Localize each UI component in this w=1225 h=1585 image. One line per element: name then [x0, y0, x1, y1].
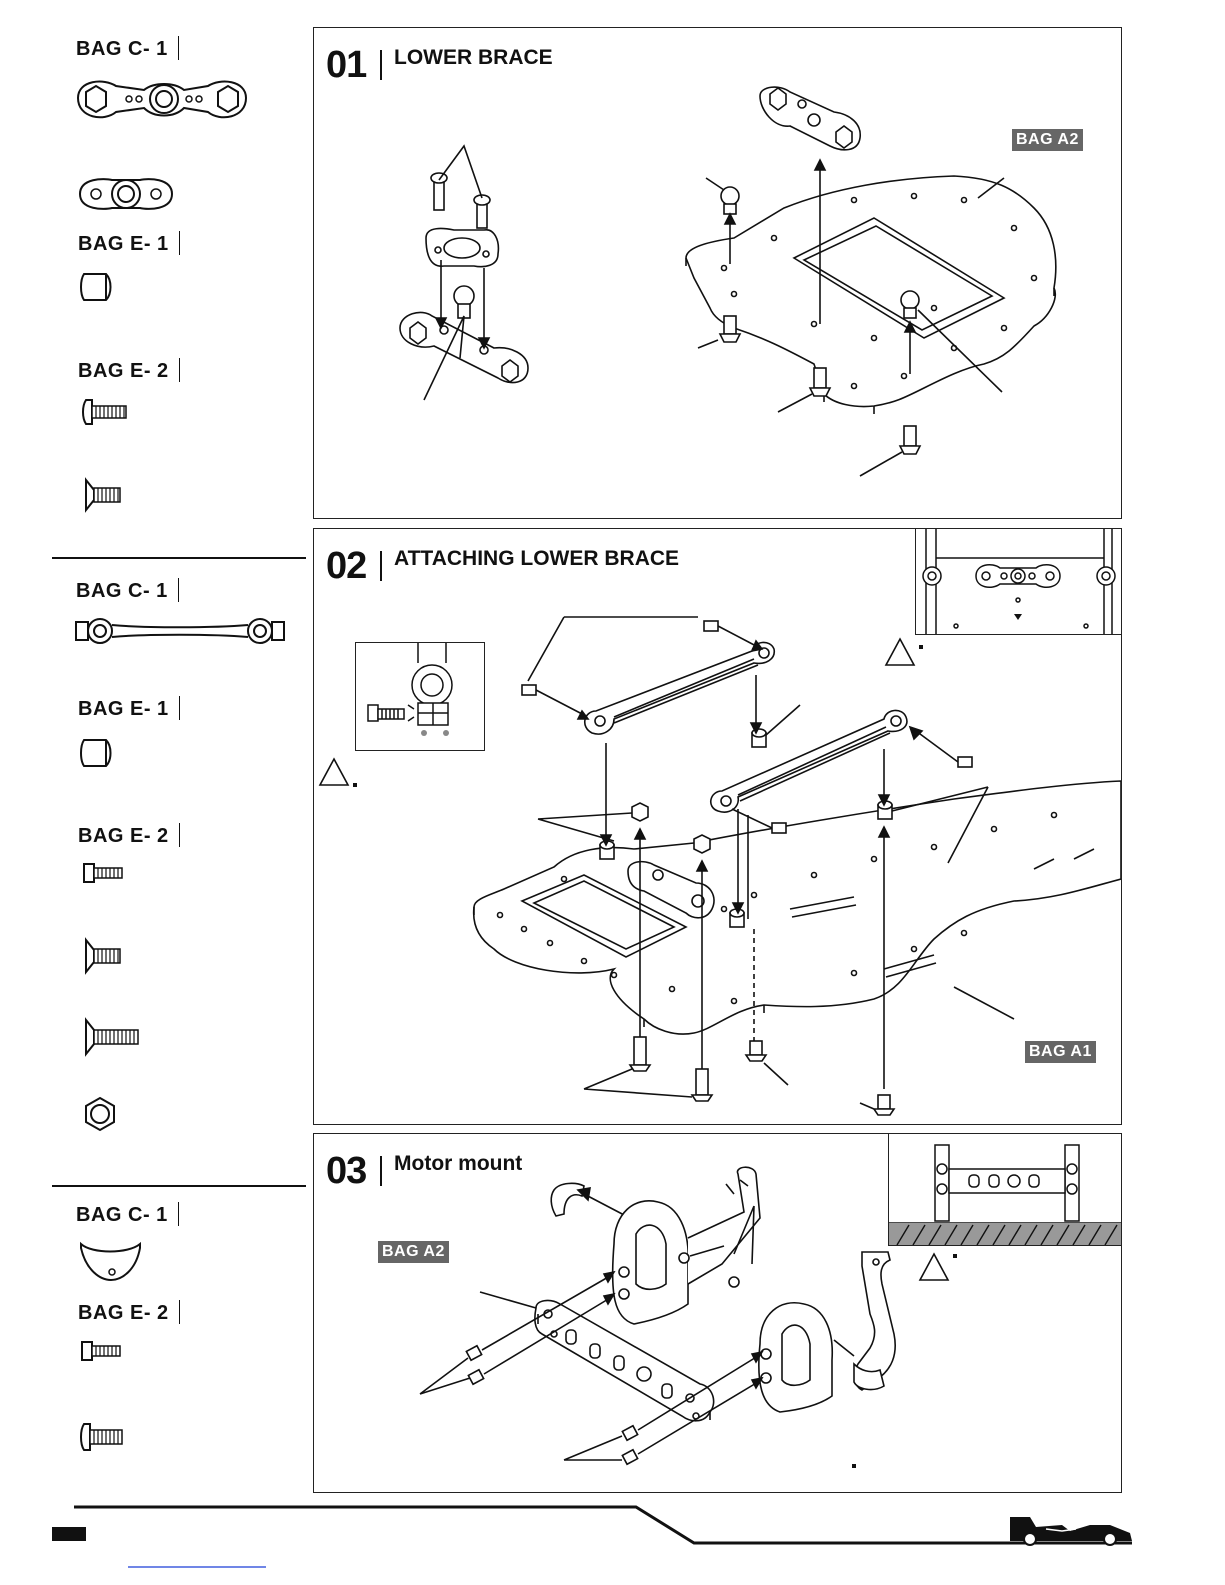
- race-car-logo-icon: [1010, 1517, 1132, 1545]
- motor-clamp-part-icon: [78, 1240, 144, 1284]
- countersunk-screw-icon: [84, 478, 124, 512]
- bag-label-c1-section1: BAG C- 1: [76, 36, 179, 61]
- motor-mount-drawing: [314, 1134, 1121, 1492]
- countersunk-screw-icon-2: [84, 938, 124, 974]
- bag-label-e2-section1: BAG E- 2: [78, 358, 180, 383]
- sidebar-divider-1: [52, 557, 306, 559]
- cap-head-screw-icon: [82, 862, 126, 886]
- lower-brace-attach-drawing: [314, 529, 1121, 1124]
- sidebar-divider-2: [52, 1185, 306, 1187]
- step-03-panel: 03 Motor mount BAG A2: [313, 1133, 1122, 1493]
- lower-brace-assembly-drawing: [314, 28, 1121, 518]
- ball-stud-part-icon: [80, 270, 120, 304]
- hex-nut-icon: [82, 1096, 118, 1132]
- button-head-screw-icon-2: [80, 1422, 126, 1452]
- footer-decoration: [0, 1495, 1225, 1585]
- brace-cap-part-icon: [76, 172, 176, 218]
- cap-head-screw-icon-2: [80, 1340, 124, 1364]
- long-countersunk-screw-icon: [84, 1018, 142, 1056]
- step-01-panel: 01 LOWER BRACE BAG A2: [313, 27, 1122, 519]
- bag-label-e2-section2: BAG E- 2: [78, 823, 180, 848]
- bag-label-e1-section2: BAG E- 1: [78, 696, 180, 721]
- bag-label-e1-section1: BAG E- 1: [78, 231, 180, 256]
- step-02-panel: 02 ATTACHING LOWER BRACE BAG A1: [313, 528, 1122, 1125]
- ball-stud-part-icon-2: [80, 736, 120, 770]
- upper-brace-link-icon: [74, 616, 288, 646]
- button-head-screw-icon: [82, 398, 132, 426]
- bag-label-c1-section2: BAG C- 1: [76, 578, 179, 603]
- page-number-tab: [52, 1527, 86, 1541]
- bag-label-e2-section3: BAG E- 2: [78, 1300, 180, 1325]
- bag-label-c1-section3: BAG C- 1: [76, 1202, 179, 1227]
- lower-brace-part-icon: [74, 76, 250, 126]
